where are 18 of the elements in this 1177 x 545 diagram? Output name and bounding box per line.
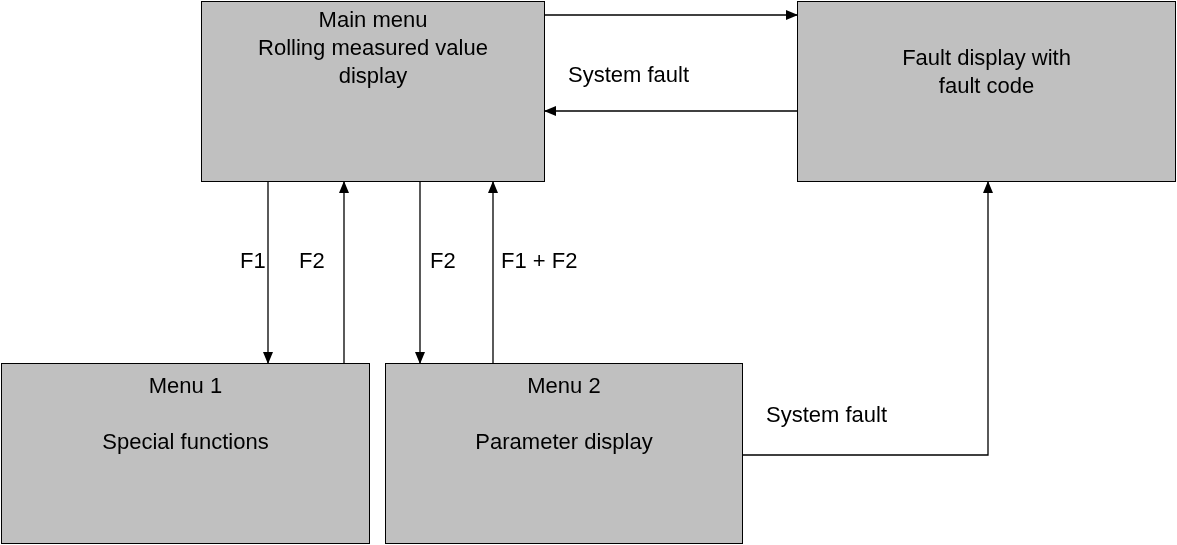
arrow xyxy=(339,181,349,364)
menu-box xyxy=(201,1,545,182)
arrow xyxy=(544,10,798,20)
box-title: Menu 2 xyxy=(527,372,601,400)
arrow xyxy=(415,181,425,364)
arrow xyxy=(488,181,498,364)
box-text: Rolling measured value display xyxy=(257,34,489,90)
box-title: Menu 1 xyxy=(148,372,223,400)
menu-box xyxy=(385,363,743,544)
box-title: Fault display with fault code xyxy=(901,44,1072,100)
box-text: Special functions xyxy=(102,428,269,456)
menu-box xyxy=(797,1,1176,182)
box-title: Main menu xyxy=(318,6,428,34)
arrow xyxy=(742,181,993,456)
box-text: Parameter display xyxy=(475,428,653,456)
arrow xyxy=(263,181,273,364)
arrow xyxy=(544,106,798,116)
menu-box xyxy=(1,363,370,544)
